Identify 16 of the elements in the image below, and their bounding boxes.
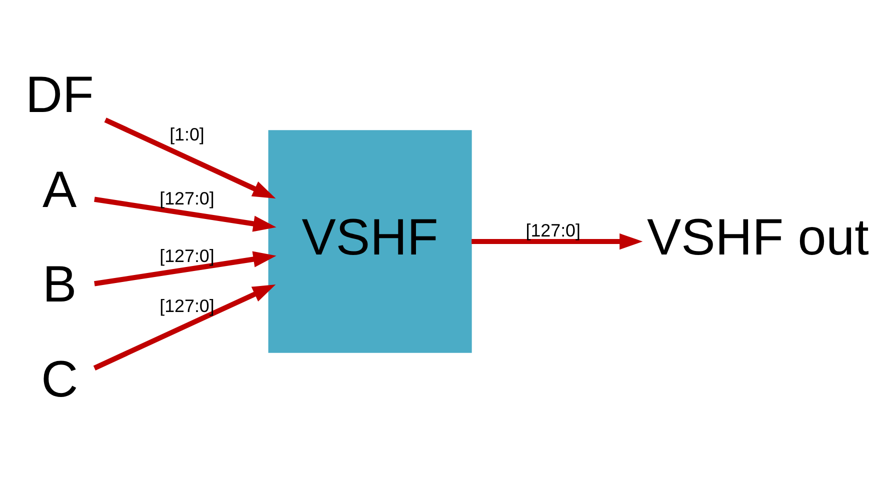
arrow: [94, 196, 276, 232]
arrow: [93, 284, 276, 370]
arrow: [472, 233, 643, 250]
arrow: [94, 251, 276, 286]
node-box: VSHF: [268, 130, 472, 353]
edge-label: [127:0]: [160, 246, 214, 266]
node-text: C: [41, 350, 78, 408]
edge-label: [127:0]: [160, 296, 214, 316]
node-text: VSHF out: [646, 208, 869, 266]
edge-label: [127:0]: [160, 188, 214, 209]
arrow: [104, 118, 276, 199]
node-text: DF: [26, 66, 94, 124]
node-text: A: [42, 160, 77, 218]
edge-label: [1:0]: [170, 124, 204, 145]
edge-label: [127:0]: [526, 220, 580, 241]
node-text: B: [42, 256, 77, 313]
